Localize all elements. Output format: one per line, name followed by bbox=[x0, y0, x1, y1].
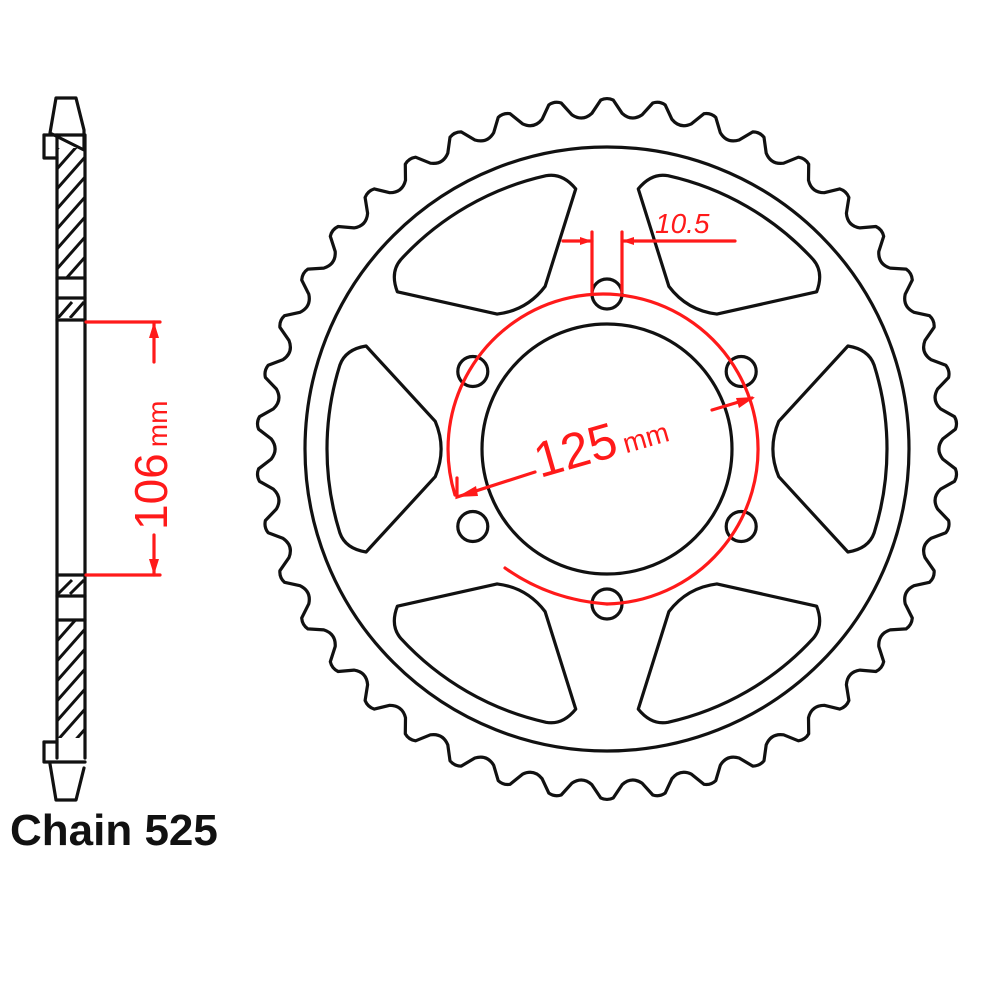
dimension-10-5: 10.5 bbox=[561, 208, 737, 294]
side-profile bbox=[42, 96, 87, 802]
pcd-circle bbox=[446, 292, 760, 606]
window-5 bbox=[325, 344, 443, 554]
dimension-125: 125mm bbox=[455, 396, 755, 500]
bolt-hole-6 bbox=[456, 354, 490, 389]
window-4 bbox=[392, 582, 578, 725]
hatch-top bbox=[57, 148, 85, 278]
window-6 bbox=[392, 173, 578, 316]
dimension-106: 106mm bbox=[84, 320, 177, 577]
bolt-hole-2 bbox=[724, 354, 758, 389]
sprocket-front bbox=[255, 96, 959, 802]
side-tooth-bottom bbox=[48, 762, 86, 802]
lightening-windows bbox=[325, 173, 889, 725]
window-2 bbox=[771, 344, 889, 554]
rim-circle bbox=[303, 145, 911, 753]
dimension-10-5-label: 10.5 bbox=[655, 208, 710, 239]
dimension-106-label: 106mm bbox=[125, 401, 177, 530]
bolt-hole-5 bbox=[456, 509, 490, 544]
dimension-125-label: 125mm bbox=[528, 397, 674, 488]
window-3 bbox=[636, 582, 822, 725]
chain-size-caption: Chain 525 bbox=[10, 806, 218, 855]
hatch-bottom bbox=[57, 620, 85, 738]
center-bore bbox=[480, 322, 734, 576]
sprocket-teeth bbox=[255, 96, 959, 802]
bolt-hole-3 bbox=[724, 509, 758, 544]
side-tooth-top bbox=[48, 96, 86, 152]
window-1 bbox=[636, 173, 822, 316]
